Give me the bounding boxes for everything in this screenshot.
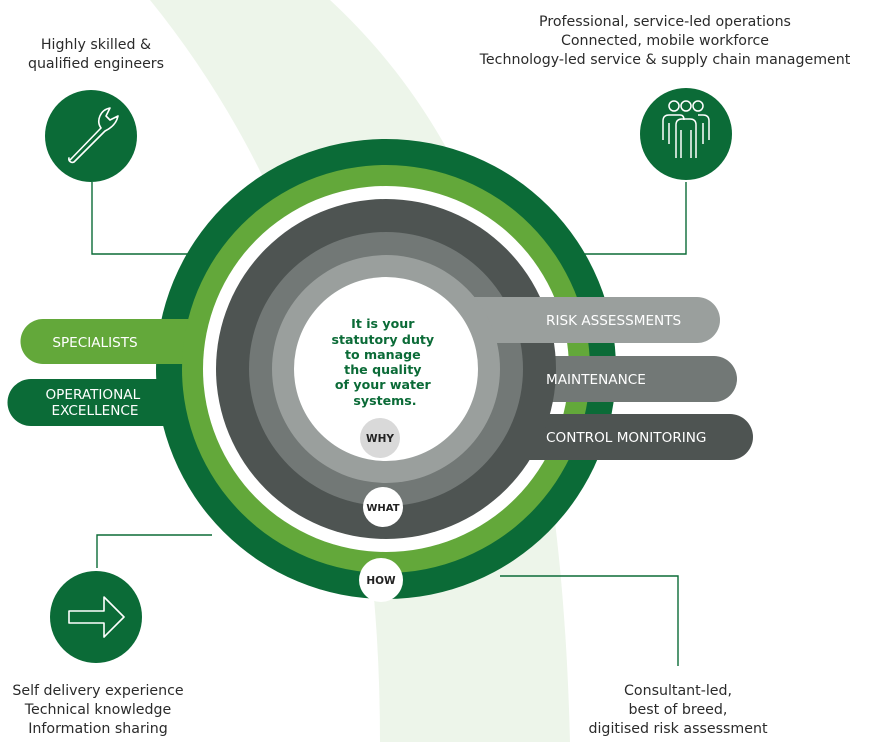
engineers-caption: Highly skilled & qualified engineers bbox=[0, 36, 192, 74]
operational-excellence-label: OPERATIONAL EXCELLENCE bbox=[45, 387, 144, 419]
operational-line-2: EXCELLENCE bbox=[52, 403, 139, 419]
how-label: HOW bbox=[366, 575, 396, 587]
consultant-line-1: Consultant-led, bbox=[623, 683, 733, 699]
center-white-circle bbox=[294, 277, 478, 461]
delivery-line-1: Self delivery experience bbox=[12, 683, 184, 699]
connector-engineers bbox=[91, 182, 212, 255]
workforce-line-2: Connected, mobile workforce bbox=[560, 33, 770, 49]
risk-assessments-label: RISK ASSESSMENTS bbox=[546, 313, 681, 329]
center-line-3: to manage bbox=[345, 347, 421, 362]
engineers-line-1: Highly skilled & bbox=[40, 37, 152, 53]
maintenance-label: MAINTENANCE bbox=[546, 372, 646, 388]
delivery-caption: Self delivery experience Technical knowl… bbox=[0, 682, 196, 739]
control-monitoring-label: CONTROL MONITORING bbox=[546, 430, 706, 446]
operational-line-1: OPERATIONAL bbox=[45, 387, 140, 403]
delivery-line-2: Technical knowledge bbox=[24, 702, 172, 718]
center-line-1: It is your bbox=[351, 316, 415, 331]
consultant-line-2: best of breed, bbox=[628, 702, 728, 718]
people-icon bbox=[662, 100, 710, 158]
arrow-icon-circle bbox=[50, 571, 142, 663]
connector-consultant bbox=[500, 575, 679, 666]
center-line-2: statutory duty bbox=[331, 332, 434, 347]
center-line-5: of your water bbox=[335, 377, 432, 392]
arrow-right-icon bbox=[68, 596, 125, 638]
what-label: WHAT bbox=[366, 503, 399, 514]
center-line-6: systems. bbox=[353, 393, 416, 408]
workforce-caption: Professional, service-led operations Con… bbox=[452, 13, 878, 70]
what-badge bbox=[363, 487, 403, 527]
why-badge bbox=[360, 418, 400, 458]
workforce-line-3: Technology-led service & supply chain ma… bbox=[479, 52, 851, 68]
specialists-label: SPECIALISTS bbox=[52, 335, 137, 351]
operational-excellence-pill[interactable] bbox=[7, 379, 240, 426]
center-statement: It is your statutory duty to manage the … bbox=[331, 316, 438, 408]
center-line-4: the quality bbox=[344, 362, 421, 377]
how-badge bbox=[359, 558, 403, 602]
connector-delivery bbox=[96, 534, 212, 568]
engineers-line-2: qualified engineers bbox=[27, 56, 165, 72]
why-label: WHY bbox=[366, 433, 394, 445]
wrench-icon bbox=[68, 107, 119, 164]
delivery-line-3: Information sharing bbox=[28, 721, 168, 737]
connector-workforce bbox=[560, 182, 687, 255]
connector-lines bbox=[91, 182, 687, 666]
wrench-icon-circle bbox=[45, 90, 137, 182]
workforce-line-1: Professional, service-led operations bbox=[539, 14, 791, 30]
consultant-line-3: digitised risk assessment bbox=[588, 721, 768, 737]
consultant-caption: Consultant-led, best of breed, digitised… bbox=[560, 682, 796, 739]
people-icon-circle bbox=[640, 88, 732, 180]
